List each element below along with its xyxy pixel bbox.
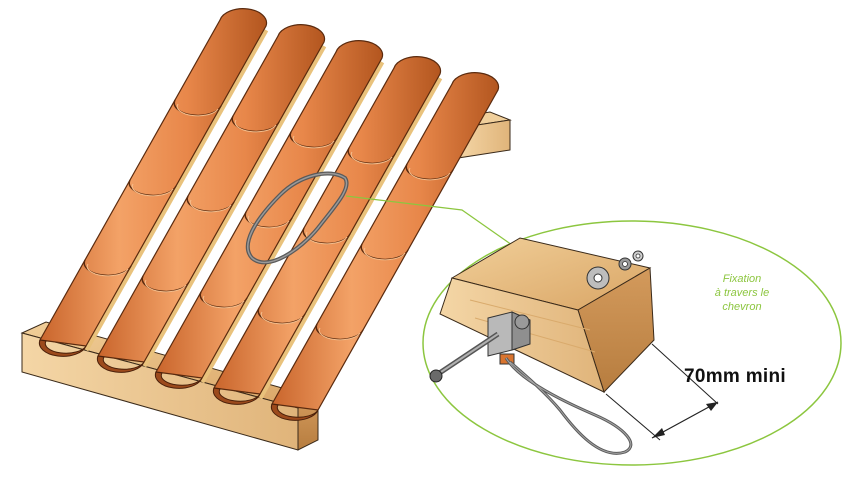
metal-bracket bbox=[487, 311, 531, 365]
fixation-line-3: chevron bbox=[722, 301, 762, 313]
callout-leader bbox=[345, 195, 523, 253]
dimension-label: 70mm mini bbox=[684, 366, 786, 387]
tile-gutter bbox=[141, 44, 327, 368]
tile-column bbox=[270, 72, 500, 421]
tile-gutter bbox=[199, 60, 385, 384]
fixation-note: Fixation à travers le chevron bbox=[700, 272, 784, 314]
washer-nut-set bbox=[586, 250, 644, 290]
tile-column bbox=[96, 24, 326, 373]
detail-callout bbox=[422, 220, 842, 466]
fixation-line-1: Fixation bbox=[722, 273, 762, 285]
dimension-lines bbox=[605, 343, 719, 441]
tile-column bbox=[38, 8, 268, 357]
tile-gutter bbox=[83, 28, 269, 352]
roof-assembly bbox=[20, 8, 512, 451]
fixation-line-2: à travers le bbox=[714, 287, 770, 299]
tile-gutter bbox=[257, 76, 443, 400]
bolt bbox=[429, 331, 500, 383]
tile-column bbox=[212, 56, 442, 405]
